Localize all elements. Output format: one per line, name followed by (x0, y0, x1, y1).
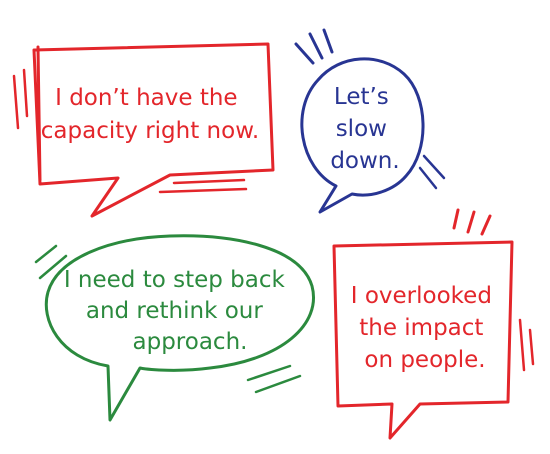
motion-lines (518, 318, 535, 372)
bubble-line: and rethink our (86, 298, 264, 324)
bubble-text: Let’s slow down. (330, 84, 399, 174)
bubble-line: I overlooked (351, 283, 492, 309)
bubble-outline (300, 57, 425, 214)
motion-lines (12, 68, 29, 130)
motion-lines (246, 364, 302, 394)
bubble-line: I need to step back (64, 267, 286, 293)
bubble-outline (332, 240, 514, 440)
bubble-line: the impact (359, 315, 483, 341)
bubble-outline (44, 234, 315, 422)
bubble-overlooked: I overlooked the impact on people. (332, 208, 535, 440)
bubble-line: on people. (364, 347, 485, 373)
motion-lines (418, 154, 446, 190)
motion-lines (294, 28, 334, 65)
bubble-outline (32, 42, 275, 218)
bubble-line: slow (336, 116, 387, 142)
bubble-text: I need to step back and rethink our appr… (64, 267, 292, 355)
motion-lines (34, 244, 68, 280)
bubble-slow-down: Let’s slow down. (294, 28, 446, 214)
bubble-capacity: I don’t have the capacity right now. (12, 42, 275, 218)
bubble-line: I don’t have the (55, 85, 237, 111)
bubble-line: capacity right now. (41, 118, 259, 144)
bubble-line: Let’s (334, 84, 389, 110)
bubble-line: approach. (133, 329, 248, 355)
motion-lines (158, 178, 248, 194)
motion-lines (452, 208, 492, 236)
bubble-text: I overlooked the impact on people. (351, 283, 499, 373)
bubble-text: I don’t have the capacity right now. (41, 85, 259, 144)
bubble-step-back: I need to step back and rethink our appr… (34, 234, 315, 422)
bubble-line: down. (330, 148, 399, 174)
